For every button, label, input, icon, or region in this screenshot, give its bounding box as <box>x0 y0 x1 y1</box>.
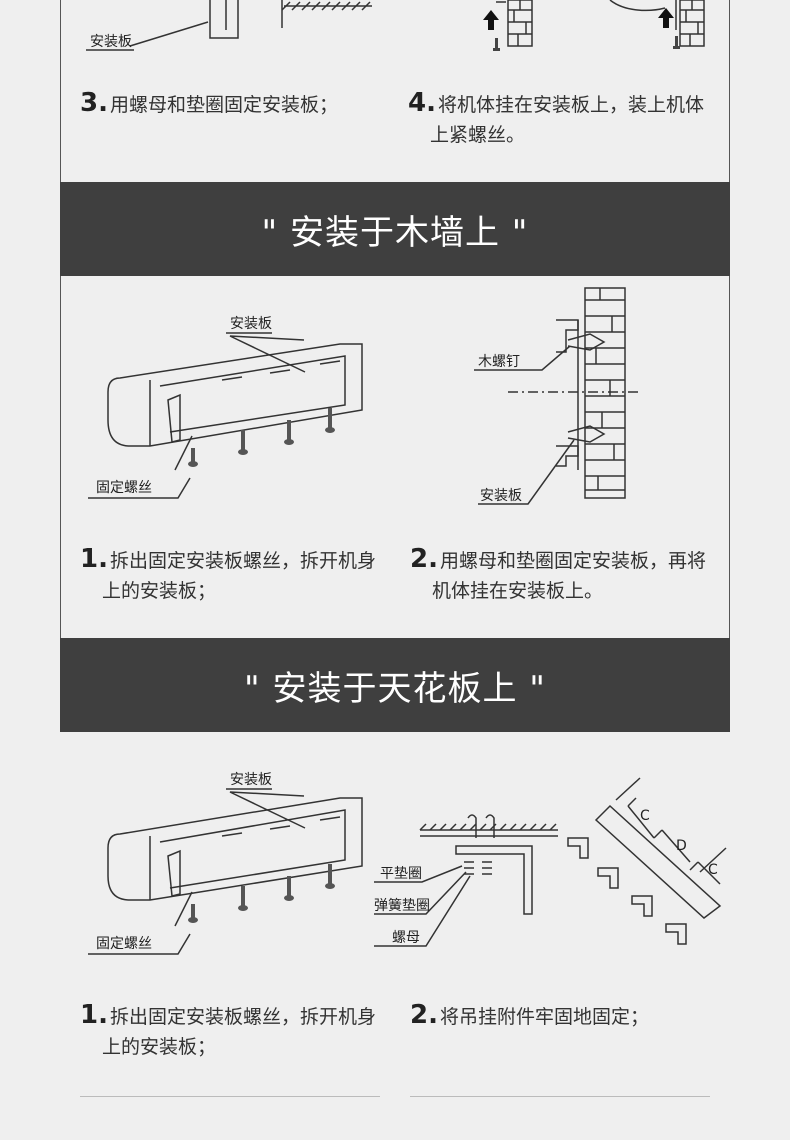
divider-right <box>410 1096 710 1097</box>
ceiling-section-title: " 安装于天花板上 " <box>60 638 730 732</box>
ceiling-dimension-diagram: C D C <box>567 777 727 945</box>
wood-section-title: " 安装于木墙上 " <box>60 182 730 276</box>
ceiling-unit-diagram: 安装板 固定螺丝 <box>88 772 363 955</box>
top-step-4: 4.将机体挂在安装板上，装上机体 上紧螺丝。 <box>408 88 704 146</box>
spring-washer-label: 弹簧垫圈 <box>374 898 430 914</box>
up-arrow-icon <box>658 8 674 28</box>
ceiling-step-2: 2.将吊挂附件牢固地固定； <box>410 1000 649 1030</box>
ceiling-bracket-diagram: 平垫圈 弹簧垫圈 螺母 <box>374 814 558 947</box>
dim-c2-label: C <box>708 862 718 878</box>
top-right-diagram <box>483 0 705 51</box>
top-step-3: 3.用螺母和垫圈固定安装板； <box>80 88 338 118</box>
up-arrow-icon <box>483 10 499 30</box>
wood-step-1: 1.拆出固定安装板螺丝，拆开机身 上的安装板； <box>80 544 376 602</box>
nut-label: 螺母 <box>392 930 420 946</box>
divider-left <box>80 1096 380 1097</box>
wood-panel-frame <box>60 274 730 638</box>
ceiling-screw-label: 固定螺丝 <box>96 936 152 952</box>
dim-c-label: C <box>640 808 650 824</box>
wood-wall-diagram: 木螺钉 安装板 <box>474 287 640 505</box>
wood-screw-nail-label: 木螺钉 <box>478 354 520 370</box>
flat-washer-label: 平垫圈 <box>380 866 422 882</box>
wood-step-2: 2.用螺母和垫圈固定安装板，再将 机体挂在安装板上。 <box>410 544 706 602</box>
wood-plate-label: 安装板 <box>230 316 272 332</box>
ceiling-plate-label: 安装板 <box>230 772 272 788</box>
wood-plate2-label: 安装板 <box>480 488 522 504</box>
top-left-diagram: 安装板 <box>86 0 372 51</box>
top-panel-frame <box>60 0 730 182</box>
wood-unit-diagram: 安装板 固定螺丝 <box>88 316 363 499</box>
ceiling-step-1: 1.拆出固定安装板螺丝，拆开机身 上的安装板； <box>80 1000 376 1058</box>
wood-screw-label: 固定螺丝 <box>96 480 152 496</box>
top-plate-label: 安装板 <box>90 34 132 50</box>
dim-d-label: D <box>676 838 687 854</box>
